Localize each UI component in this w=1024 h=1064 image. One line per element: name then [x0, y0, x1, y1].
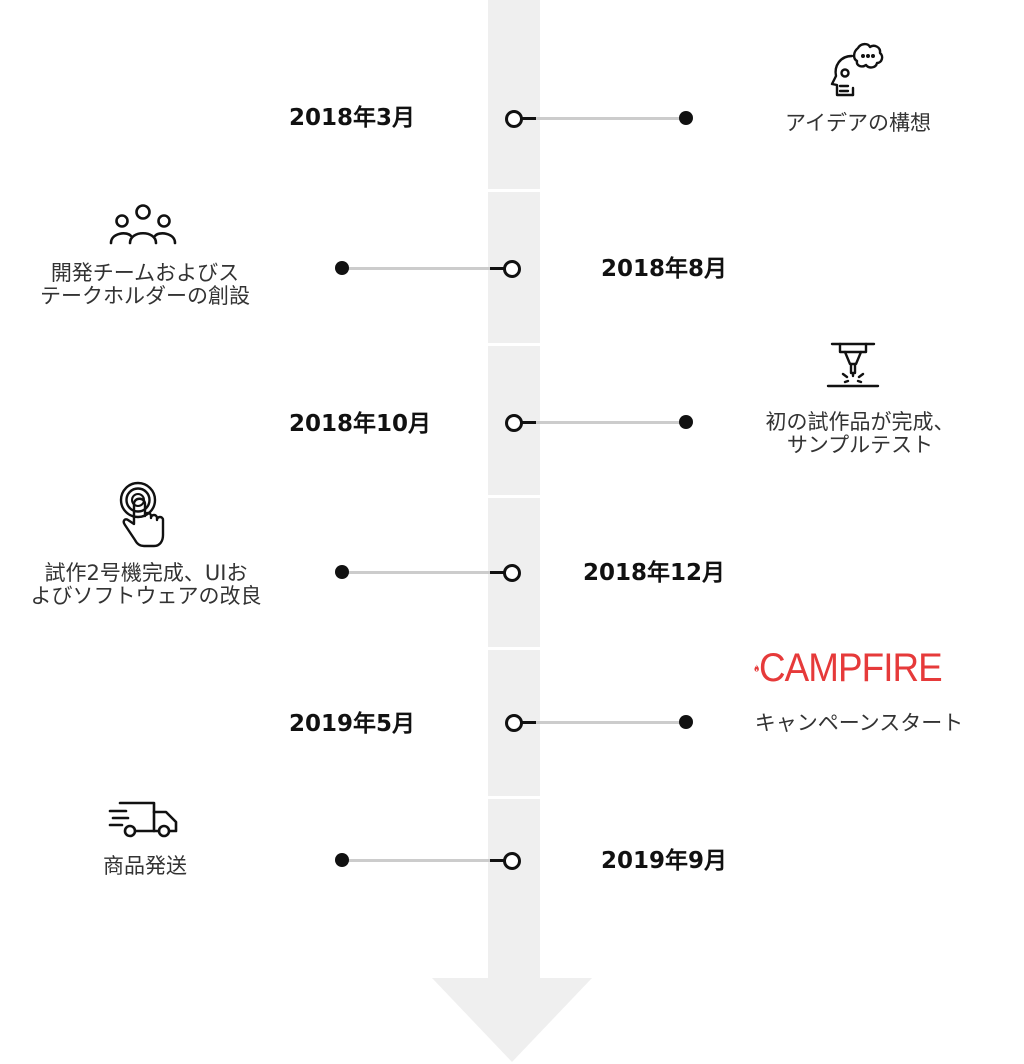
milestone-date: 2018年10月: [289, 411, 432, 437]
timeline-node: [505, 414, 523, 432]
campfire-logo: CAMPFIRE: [754, 648, 958, 688]
connector-stub: [490, 859, 504, 862]
timeline-spine: [488, 0, 540, 980]
timeline-node: [505, 110, 523, 128]
touch-hand-icon: [119, 481, 165, 548]
campfire-flame-icon: [754, 664, 759, 672]
timeline-node: [505, 714, 523, 732]
delivery-truck-icon: [108, 801, 178, 838]
milestone-description: 初の試作品が完成、 サンプルテスト: [765, 410, 955, 457]
milestone-description: 商品発送: [103, 854, 187, 878]
spine-divider: [488, 189, 540, 192]
connector-line: [520, 117, 686, 120]
connector-stub: [490, 571, 504, 574]
endpoint-dot: [679, 111, 693, 125]
endpoint-dot: [679, 415, 693, 429]
endpoint-dot: [679, 715, 693, 729]
timeline-node: [503, 260, 521, 278]
timeline-arrow-head: [432, 978, 592, 1062]
milestone-description: 試作2号機完成、UIお よびソフトウェアの改良: [30, 561, 262, 608]
milestone-date: 2018年3月: [289, 105, 416, 131]
connector-line: [342, 571, 506, 574]
connector-stub: [522, 421, 536, 424]
connector-line: [342, 267, 506, 270]
milestone-date: 2019年9月: [601, 848, 728, 874]
connector-line: [342, 859, 506, 862]
milestone-description: アイデアの構想: [785, 111, 931, 135]
laser-prototype-icon: [826, 342, 880, 388]
thinking-head-icon: [830, 42, 884, 97]
milestone-description: 開発チームおよびス テークホルダーの創設: [40, 261, 250, 308]
connector-stub: [522, 721, 536, 724]
campfire-logo-text: CAMPFIRE: [759, 646, 943, 690]
milestone-date: 2019年5月: [289, 711, 416, 737]
connector-stub: [522, 117, 536, 120]
spine-divider: [488, 343, 540, 346]
endpoint-dot: [335, 853, 349, 867]
team-people-icon: [109, 204, 177, 245]
timeline-node: [503, 852, 521, 870]
spine-divider: [488, 796, 540, 799]
milestone-date: 2018年12月: [583, 560, 726, 586]
milestone-description: キャンペーンスタート: [754, 711, 964, 735]
milestone-date: 2018年8月: [601, 256, 728, 282]
connector-stub: [490, 267, 504, 270]
connector-line: [520, 721, 686, 724]
spine-divider: [488, 647, 540, 650]
endpoint-dot: [335, 261, 349, 275]
endpoint-dot: [335, 565, 349, 579]
spine-divider: [488, 495, 540, 498]
connector-line: [520, 421, 686, 424]
timeline-node: [503, 564, 521, 582]
